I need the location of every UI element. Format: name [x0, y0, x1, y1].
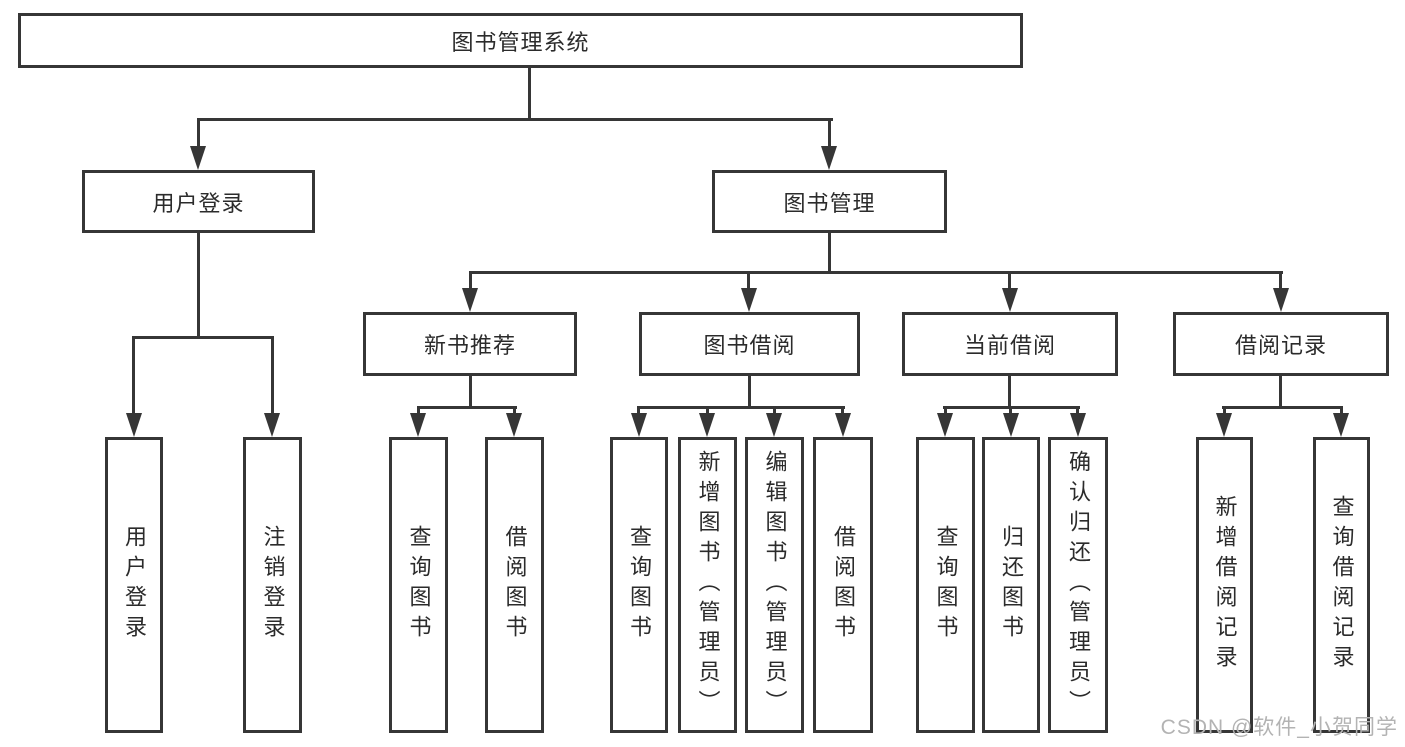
- connector-user-login-crossbar: [132, 336, 274, 339]
- arrow-down-icon: [264, 413, 280, 437]
- node-label: 借阅记录: [1234, 333, 1327, 358]
- node-label: 当前借阅: [963, 333, 1056, 358]
- node-label: 编辑图书（管理员）: [762, 450, 788, 720]
- connector-current-borrow-stem: [1008, 376, 1011, 406]
- connector-stub: [1340, 406, 1343, 415]
- node-label: 查询图书: [406, 525, 432, 645]
- arrow-down-icon: [1273, 288, 1289, 312]
- connector-drop-user-login: [197, 118, 200, 146]
- node-label: 查询图书: [627, 525, 652, 645]
- arrow-down-icon: [631, 413, 647, 437]
- connector-stub: [1076, 406, 1079, 415]
- arrow-down-icon: [462, 288, 478, 312]
- arrow-down-icon: [1216, 413, 1232, 437]
- arrow-down-icon: [1002, 288, 1018, 312]
- node-label: 新书推荐: [423, 333, 516, 358]
- node-query-borrow-record: 查询借阅记录: [1313, 437, 1370, 733]
- node-library-system: 图书管理系统: [18, 13, 1023, 68]
- connector-book-mgmt-crossbar: [469, 271, 1283, 274]
- node-logout: 注销登录: [243, 437, 302, 733]
- connector-stub: [773, 406, 776, 415]
- connector-drop-new-book-rec: [469, 271, 472, 288]
- arrow-down-icon: [699, 413, 715, 437]
- node-add-borrow-record: 新增借阅记录: [1196, 437, 1253, 733]
- node-return-books: 归还图书: [982, 437, 1040, 733]
- node-borrow-books: 借阅图书: [813, 437, 873, 733]
- node-label: 图书借阅: [703, 333, 796, 358]
- node-query-books: 查询图书: [389, 437, 448, 733]
- node-edit-books-admin: 编辑图书（管理员）: [745, 437, 804, 733]
- connector-stub: [841, 406, 844, 415]
- connector-stub: [637, 406, 640, 415]
- node-label: 查询借阅记录: [1329, 495, 1355, 675]
- node-label: 借阅图书: [502, 525, 528, 645]
- connector-root-stem: [528, 68, 531, 118]
- connector-drop-login: [132, 336, 135, 413]
- arrow-down-icon: [1003, 413, 1019, 437]
- node-borrow-books: 借阅图书: [485, 437, 544, 733]
- node-login: 用户登录: [105, 437, 163, 733]
- node-user-login: 用户登录: [82, 170, 315, 233]
- node-book-management: 图书管理: [712, 170, 947, 233]
- arrow-down-icon: [1070, 413, 1086, 437]
- connector-root-crossbar: [197, 118, 833, 121]
- arrow-down-icon: [937, 413, 953, 437]
- arrow-down-icon: [1333, 413, 1349, 437]
- arrow-down-icon: [190, 146, 206, 170]
- connector-drop-book-borrow: [747, 271, 750, 288]
- node-label: 查询图书: [933, 525, 959, 645]
- connector-stub: [513, 406, 516, 415]
- connector-stub: [1009, 406, 1012, 415]
- connector-new-book-rec-crossbar: [417, 406, 517, 409]
- arrow-down-icon: [506, 413, 522, 437]
- arrow-down-icon: [766, 413, 782, 437]
- node-label: 注销登录: [260, 525, 286, 645]
- connector-stub: [944, 406, 947, 415]
- node-label: 归还图书: [999, 525, 1024, 645]
- arrow-down-icon: [126, 413, 142, 437]
- node-current-borrowing: 当前借阅: [902, 312, 1118, 376]
- connector-new-book-rec-stem: [469, 376, 472, 406]
- arrow-down-icon: [741, 288, 757, 312]
- node-label: 新增图书（管理员）: [695, 450, 721, 720]
- connector-drop-current-borrow: [1008, 271, 1011, 288]
- connector-drop-borrow-record: [1279, 271, 1282, 288]
- connector-drop-book-mgmt: [828, 118, 831, 146]
- connector-drop-logout: [271, 336, 274, 413]
- connector-book-borrow-stem: [748, 376, 751, 406]
- connector-book-mgmt-stem: [828, 233, 831, 271]
- node-book-borrowing: 图书借阅: [639, 312, 860, 376]
- node-label: 借阅图书: [831, 525, 856, 645]
- connector-stub: [706, 406, 709, 415]
- watermark: CSDN @软件_小贺同学: [1160, 716, 1398, 739]
- node-label: 用户登录: [152, 190, 245, 216]
- connector-user-login-stem: [197, 233, 200, 336]
- node-borrow-records: 借阅记录: [1173, 312, 1389, 376]
- connector-stub: [1223, 406, 1226, 415]
- node-label: 图书管理系统: [451, 29, 590, 55]
- connector-stub: [417, 406, 420, 415]
- node-label: 新增借阅记录: [1212, 495, 1238, 675]
- node-confirm-return-admin: 确认归还（管理员）: [1048, 437, 1108, 733]
- node-new-book-recommend: 新书推荐: [363, 312, 577, 376]
- node-label: 确认归还（管理员）: [1066, 450, 1091, 720]
- node-query-books: 查询图书: [610, 437, 668, 733]
- connector-book-borrow-crossbar: [637, 406, 845, 409]
- arrow-down-icon: [821, 146, 837, 170]
- arrow-down-icon: [410, 413, 426, 437]
- arrow-down-icon: [835, 413, 851, 437]
- connector-borrow-record-stem: [1279, 376, 1282, 406]
- node-query-books: 查询图书: [916, 437, 975, 733]
- node-add-books-admin: 新增图书（管理员）: [678, 437, 737, 733]
- node-label: 用户登录: [122, 525, 147, 645]
- connector-borrow-record-crossbar: [1222, 406, 1343, 409]
- node-label: 图书管理: [783, 190, 876, 216]
